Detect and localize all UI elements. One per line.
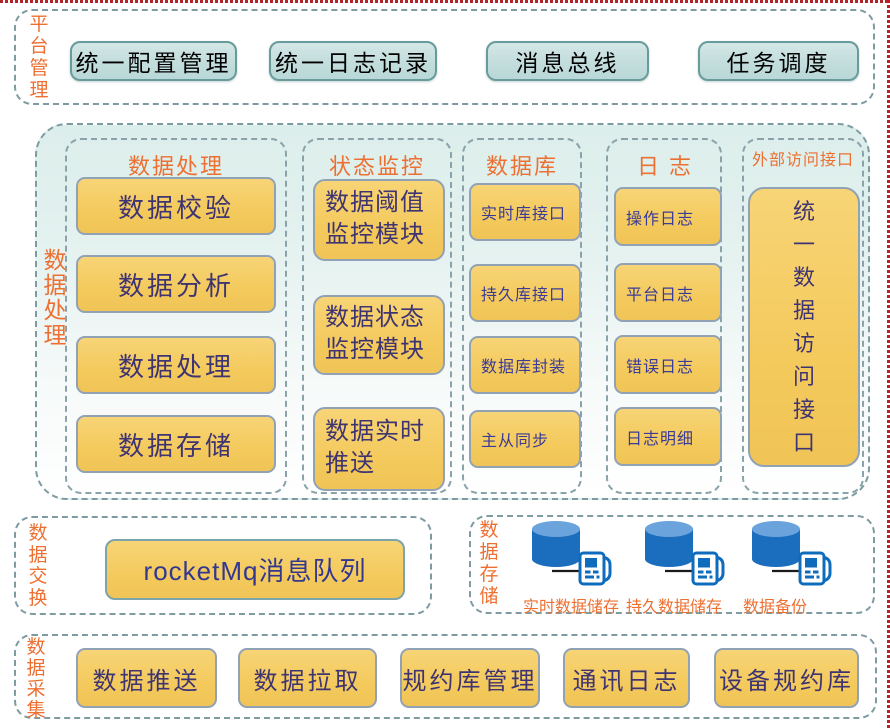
node-data-analysis: 数据分析 [76, 255, 276, 313]
storage-item-realtime-label: 实时数据储存 [522, 599, 619, 616]
group-external-access-title: 外部访问接口 [751, 152, 854, 169]
group-status-monitoring-title: 状态监控 [328, 154, 425, 179]
data-storage-band: 数据存储 实时数据储存 [469, 515, 875, 616]
group-log: 日志 操作日志 平台日志 错误日志 日志明细 [606, 138, 722, 494]
data-collection-band: 数据采集 数据推送 数据拉取 规约库管理 通讯日志 设备规约库 [14, 634, 877, 721]
node-database-encapsulation: 数据库封装 [469, 336, 581, 394]
node-realtime-push: 数据实时推送 [313, 407, 445, 491]
node-error-log: 错误日志 [614, 335, 722, 394]
node-data-pull: 数据拉取 [238, 648, 377, 708]
storage-item-realtime: 实时数据储存 [523, 520, 635, 616]
group-data-processing-title: 数据处理 [127, 154, 224, 179]
red-dashed-frame-top [0, 0, 890, 3]
node-threshold-monitor-module: 数据阈值监控模块 [313, 179, 445, 261]
node-realtime-db-interface: 实时库接口 [469, 183, 581, 241]
platform-band-label: 平台管理 [29, 14, 49, 101]
group-status-monitoring: 状态监控 数据阈值监控模块 数据状态监控模块 数据实时推送 [302, 138, 452, 494]
storage-item-persistent-label: 持久数据储存 [625, 599, 722, 616]
group-external-access: 外部访问接口 统一数据访问接口 [742, 138, 864, 494]
node-operation-log: 操作日志 [614, 187, 722, 246]
group-database-title: 数据库 [485, 154, 558, 179]
node-device-protocol-lib: 设备规约库 [714, 648, 859, 708]
node-data-storage: 数据存储 [76, 415, 276, 473]
processing-band-label: 数据处理 [43, 248, 67, 348]
node-master-slave-sync: 主从同步 [469, 410, 581, 468]
platform-management-band: 平台管理 统一配置管理 统一日志记录 消息总线 任务调度 [14, 9, 875, 105]
storage-item-backup-label: 数据备份 [742, 599, 807, 616]
node-communication-log: 通讯日志 [563, 648, 690, 708]
storage-band-label: 数据存储 [479, 520, 499, 607]
node-unified-logging: 统一日志记录 [269, 41, 437, 81]
node-task-scheduling: 任务调度 [698, 41, 859, 81]
database-terminal-icon [645, 521, 725, 586]
node-rocketmq-queue: rocketMq消息队列 [105, 539, 405, 600]
exchange-band-label: 数据交换 [28, 523, 48, 609]
group-database: 数据库 实时库接口 持久库接口 数据库封装 主从同步 [462, 138, 582, 494]
node-unified-data-access-interface: 统一数据访问接口 [748, 187, 860, 467]
data-exchange-band: 数据交换 rocketMq消息队列 [14, 516, 432, 615]
node-log-detail: 日志明细 [614, 407, 722, 466]
group-data-processing: 数据处理 数据校验 数据分析 数据处理 数据存储 [65, 138, 287, 494]
node-unified-data-access-interface-label: 统一数据访问接口 [792, 199, 815, 455]
node-persistent-db-interface: 持久库接口 [469, 264, 581, 322]
database-terminal-icon [532, 521, 612, 586]
node-unified-config-management: 统一配置管理 [70, 41, 237, 81]
node-data-push: 数据推送 [76, 648, 217, 708]
storage-item-backup: 数据备份 [743, 520, 855, 616]
node-platform-log: 平台日志 [614, 263, 722, 322]
node-data-validation: 数据校验 [76, 177, 276, 235]
group-log-title: 日志 [636, 154, 701, 179]
node-message-bus: 消息总线 [486, 41, 649, 81]
node-protocol-lib-management: 规约库管理 [400, 648, 540, 708]
collection-band-label: 数据采集 [26, 637, 46, 721]
red-dashed-frame-right [887, 0, 890, 728]
node-data-processing: 数据处理 [76, 336, 276, 394]
node-status-monitor-module: 数据状态监控模块 [313, 295, 445, 375]
database-terminal-icon [752, 521, 832, 586]
storage-item-persistent: 持久数据储存 [626, 520, 748, 616]
data-processing-band: 数据处理 数据处理 数据校验 数据分析 数据处理 数据存储 状态监控 数据阈值监… [35, 123, 870, 500]
